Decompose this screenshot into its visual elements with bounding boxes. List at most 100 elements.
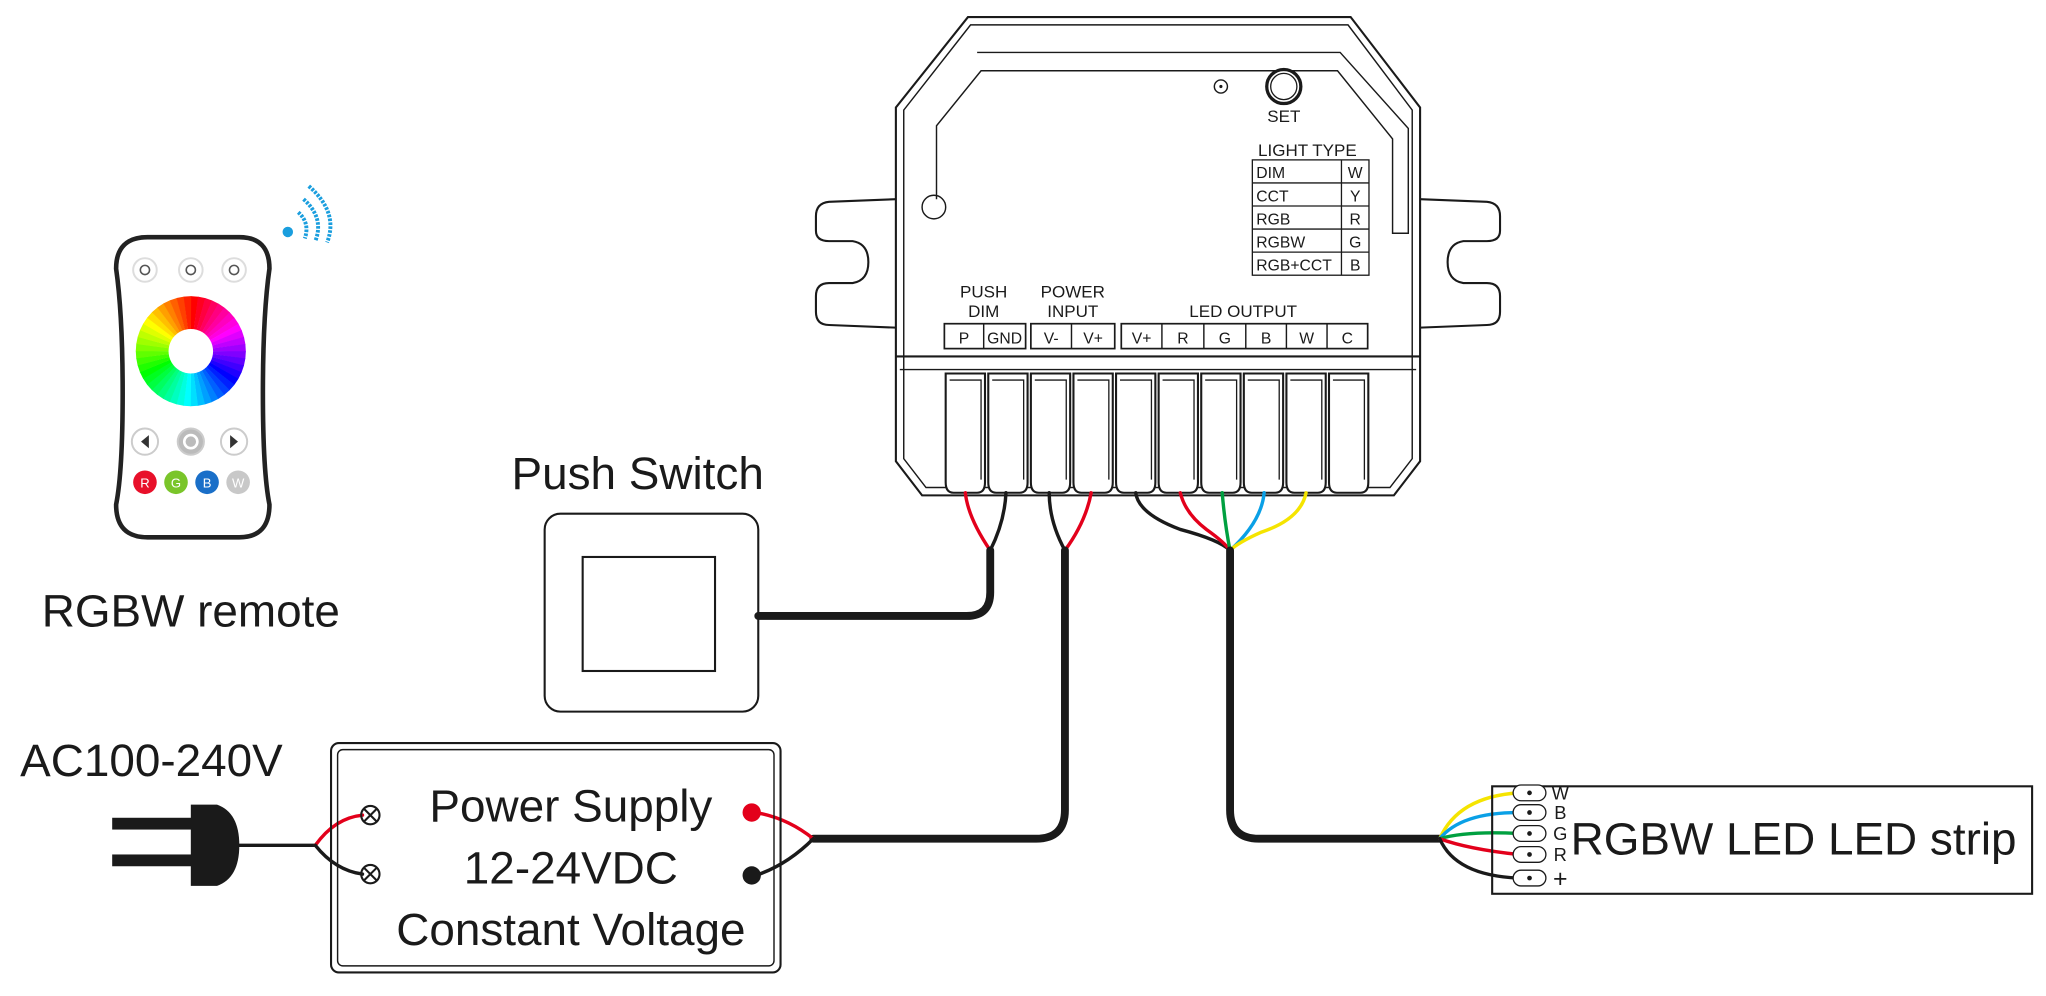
terminal-block[interactable] [1072,372,1114,494]
color-wheel-segment[interactable] [157,303,180,334]
wire-led-b-blue [1228,491,1266,553]
color-wheel-segment[interactable] [208,317,239,341]
color-wheel-segment[interactable] [211,330,245,346]
color-wheel-segment[interactable] [169,371,186,405]
right-arrow-icon[interactable] [219,427,249,456]
plug-prong-bottom [112,854,194,867]
color-wheel-segment[interactable] [210,359,242,380]
color-wheel-segment[interactable] [162,370,183,403]
terminal-block[interactable] [1200,372,1242,494]
color-wheel-segment[interactable] [157,368,180,399]
wiring [234,491,1521,880]
terminal-label: B [1261,330,1271,347]
terminal-block[interactable] [1242,372,1285,494]
mains-plug: AC100-240V [20,734,283,886]
remote-top-buttons [132,257,247,283]
color-wheel-segment[interactable] [151,307,178,336]
color-wheel-segment[interactable] [212,351,246,359]
color-wheel-segment[interactable] [212,336,246,349]
remote-button-w[interactable]: W [226,470,250,495]
color-wheel-segment[interactable] [135,343,169,352]
color-wheel-segment[interactable] [183,296,192,330]
left-mounting-ear [814,198,896,329]
plug-prong-top [112,817,194,830]
color-wheel-segment[interactable] [139,359,172,379]
set-button[interactable] [1265,67,1303,106]
color-wheel-segment[interactable] [210,323,242,343]
terminal-label: W [1299,330,1314,347]
color-wheel-segment[interactable] [206,312,235,338]
color-wheel-segment[interactable] [151,366,178,395]
color-wheel-segment[interactable] [211,356,244,373]
color-wheel-segment[interactable] [136,336,170,349]
color-wheel-segment[interactable] [183,373,191,407]
psu-line-2: 12-24VDC [464,841,678,893]
color-wheel-segment[interactable] [190,373,199,407]
color-wheel-segment[interactable] [163,300,183,332]
color-wheel-segment[interactable] [136,353,170,366]
color-wheel-segment[interactable] [196,371,212,405]
remote-button-g[interactable]: G [164,470,188,495]
terminal-block[interactable] [1029,372,1072,494]
color-wheel-segment[interactable] [193,372,206,406]
color-wheel-segment[interactable] [204,366,230,396]
terminal-block[interactable] [987,372,1029,494]
color-wheel-segment[interactable] [190,296,199,330]
color-wheel-segment[interactable] [137,329,171,346]
play-mode-icon[interactable] [178,257,204,283]
light-type-name: DIM [1256,165,1285,182]
color-wheel-segment[interactable] [139,323,172,343]
color-wheel-segment[interactable] [201,368,225,400]
scene-icon[interactable] [132,257,158,283]
color-wheel-segment[interactable] [147,312,176,338]
light-type-name: CCT [1256,188,1289,205]
color-wheel-segment[interactable] [146,364,176,391]
right-mounting-ear [1420,198,1502,329]
power-icon[interactable] [176,427,205,456]
color-wheel-segment[interactable] [208,362,239,386]
color-wheel-segment[interactable] [143,317,174,341]
color-wheel-segment[interactable] [135,350,169,359]
light-type-code: R [1350,211,1361,228]
terminal-block[interactable] [1157,372,1200,494]
remote-button-label: W [232,476,245,491]
light-type-name: RGB [1256,211,1290,228]
color-wheel-segment[interactable] [137,356,171,373]
set-label: SET [1267,107,1300,126]
terminal-block[interactable] [1327,372,1370,494]
psu-black-lead [753,837,816,878]
color-wheel-segment[interactable] [193,296,206,330]
terminal-block[interactable] [944,372,987,494]
push-switch-button[interactable] [581,555,717,673]
color-wheel-segment[interactable] [204,307,230,336]
antenna-hole [921,194,947,220]
color-wheel-segment[interactable] [169,297,186,331]
strip-pin-label: W [1552,782,1570,803]
led-strip-label: RGBW LED LED strip [1571,812,2017,864]
save-icon[interactable] [221,257,247,283]
remote-button-b[interactable]: B [195,470,219,495]
terminal-block[interactable] [1285,372,1327,494]
color-wheel-segment[interactable] [142,362,174,385]
mains-black-lead [313,843,365,876]
color-wheel-segment[interactable] [176,372,188,406]
strip-pin: B [1512,802,1566,823]
terminal-block[interactable] [1114,372,1157,494]
wire-led-w-yellow [1228,491,1308,553]
color-wheel-segment[interactable] [176,296,189,330]
left-arrow-icon[interactable] [130,427,160,456]
terminal-label: V+ [1132,330,1152,347]
color-wheel-segment[interactable] [196,298,213,331]
color-wheel-segment[interactable] [199,370,219,403]
color-wheel-segment[interactable] [201,303,225,334]
color-wheel-segment[interactable] [212,344,246,352]
color-wheel-segment[interactable] [206,364,235,391]
color-wheel-segment[interactable] [212,354,246,366]
remote-button-r[interactable]: R [133,470,157,495]
color-wheel-segment[interactable] [199,300,219,333]
